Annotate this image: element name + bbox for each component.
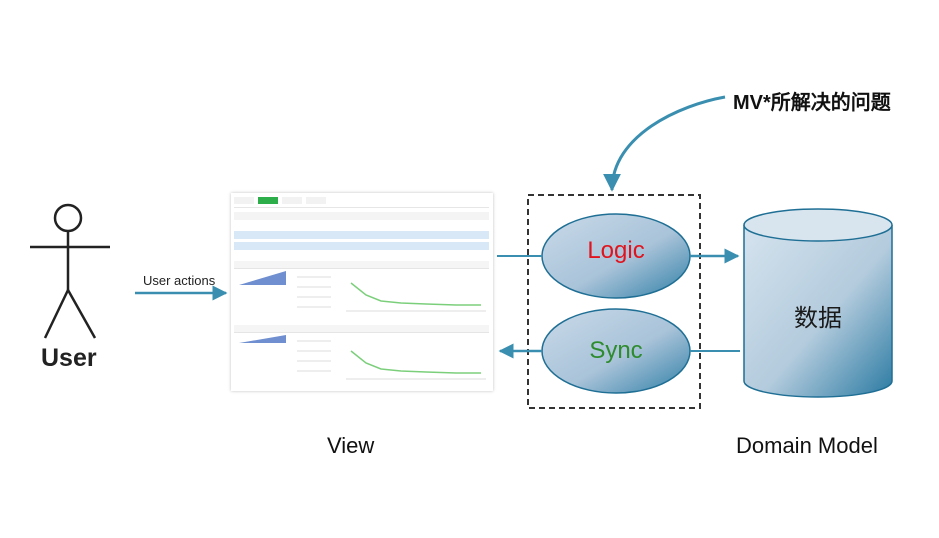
thumbnail-tab-active [258, 197, 278, 204]
view-screenshot-thumbnail [231, 193, 493, 391]
question-curved-arrow [603, 95, 726, 192]
thumbnail-panel-chart [239, 271, 486, 312]
user-stick-figure [30, 203, 110, 339]
view-label: View [327, 433, 375, 458]
database-cylinder [743, 208, 893, 398]
thumbnail-divider [234, 207, 489, 208]
logic-label: Logic [587, 237, 645, 264]
thumbnail-panel-chart [239, 335, 486, 380]
thumbnail-filter-bar [234, 212, 489, 220]
thumbnail-info-bar [234, 242, 489, 250]
question-label: MV*所解决的问题 [733, 92, 891, 114]
thumbnail-tabs [234, 197, 326, 204]
thumbnail-info-bar [234, 231, 489, 239]
thumbnail-tab [306, 197, 326, 204]
user-label: User [41, 344, 97, 372]
domain-model-label: Domain Model [736, 433, 878, 458]
data-label: 数据 [794, 305, 842, 332]
sync-label: Sync [589, 337, 643, 364]
thumbnail-tab [234, 197, 254, 204]
mv-dashed-box [527, 194, 701, 409]
thumbnail-tab [282, 197, 302, 204]
thumbnail-panel-header [234, 261, 489, 269]
user-actions-label: User actions [143, 273, 216, 288]
thumbnail-panel-header [234, 325, 489, 333]
